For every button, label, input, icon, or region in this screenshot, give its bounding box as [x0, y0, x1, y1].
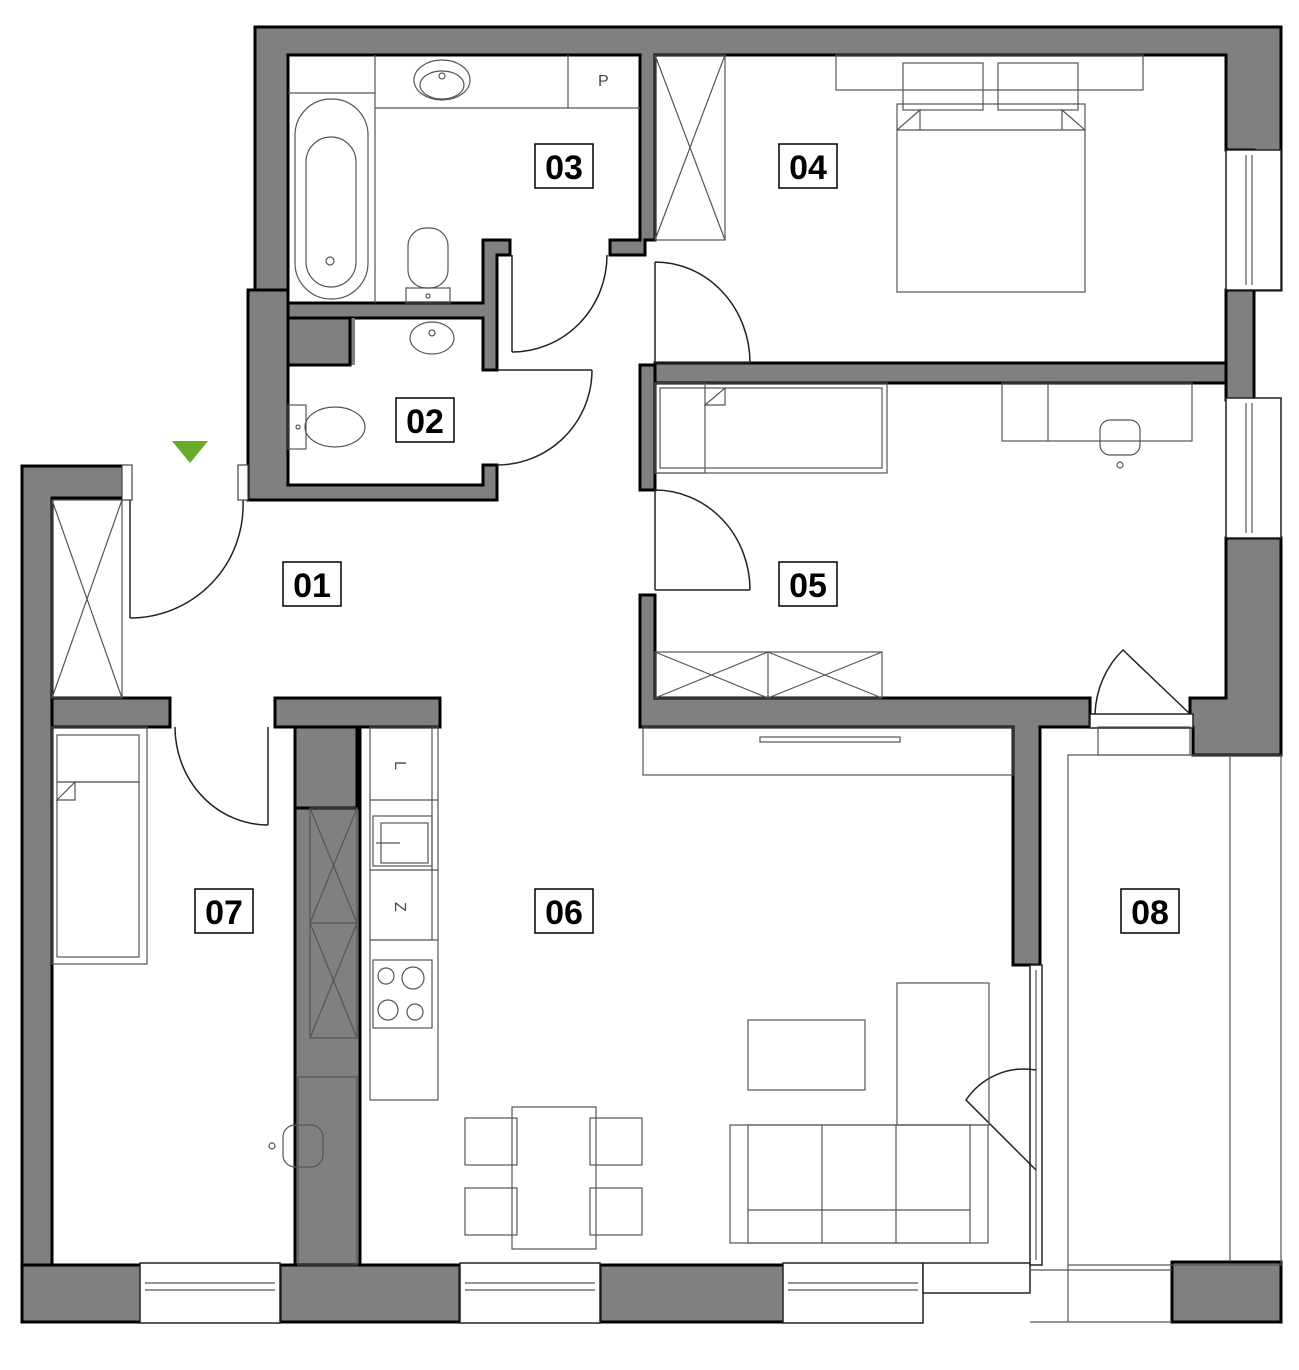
- room-label-05[interactable]: 05: [778, 561, 838, 607]
- hall-wardrobe: [51, 499, 123, 699]
- wc-fixtures: [287, 321, 455, 450]
- svg-text:07: 07: [205, 894, 243, 932]
- room-label-01[interactable]: 01: [282, 561, 342, 607]
- dishwasher-letter: Z: [391, 902, 408, 912]
- bedroom-05-furniture: [654, 382, 1193, 699]
- room-label-03[interactable]: 03: [534, 143, 594, 189]
- living-kitchen-furniture: L Z: [369, 726, 1014, 1250]
- room-07-furniture: [51, 726, 358, 1266]
- svg-text:03: 03: [545, 149, 583, 187]
- room-label-08[interactable]: 08: [1120, 888, 1180, 934]
- svg-text:06: 06: [545, 894, 583, 932]
- bathroom-fixtures: P: [288, 55, 640, 304]
- doors: [121, 254, 1191, 1171]
- windows: [139, 149, 1282, 1324]
- room-label-06[interactable]: 06: [534, 888, 594, 934]
- svg-text:05: 05: [789, 567, 827, 605]
- room-label-07[interactable]: 07: [194, 888, 254, 934]
- walls: [20, 25, 1283, 1324]
- entrance-marker-icon: [172, 441, 208, 463]
- room-label-02[interactable]: 02: [395, 397, 455, 443]
- balcony: [1030, 726, 1282, 1323]
- fridge-letter: L: [391, 761, 408, 770]
- svg-text:02: 02: [406, 403, 444, 441]
- room-label-04[interactable]: 04: [778, 143, 838, 189]
- room-labels: 01 02 03 04 05 06 07 08: [194, 143, 1180, 934]
- cabinet-letter: P: [598, 73, 609, 90]
- svg-text:08: 08: [1131, 894, 1169, 932]
- svg-text:01: 01: [293, 567, 331, 605]
- bedroom-04-furniture: [654, 54, 1144, 293]
- svg-text:04: 04: [789, 149, 827, 187]
